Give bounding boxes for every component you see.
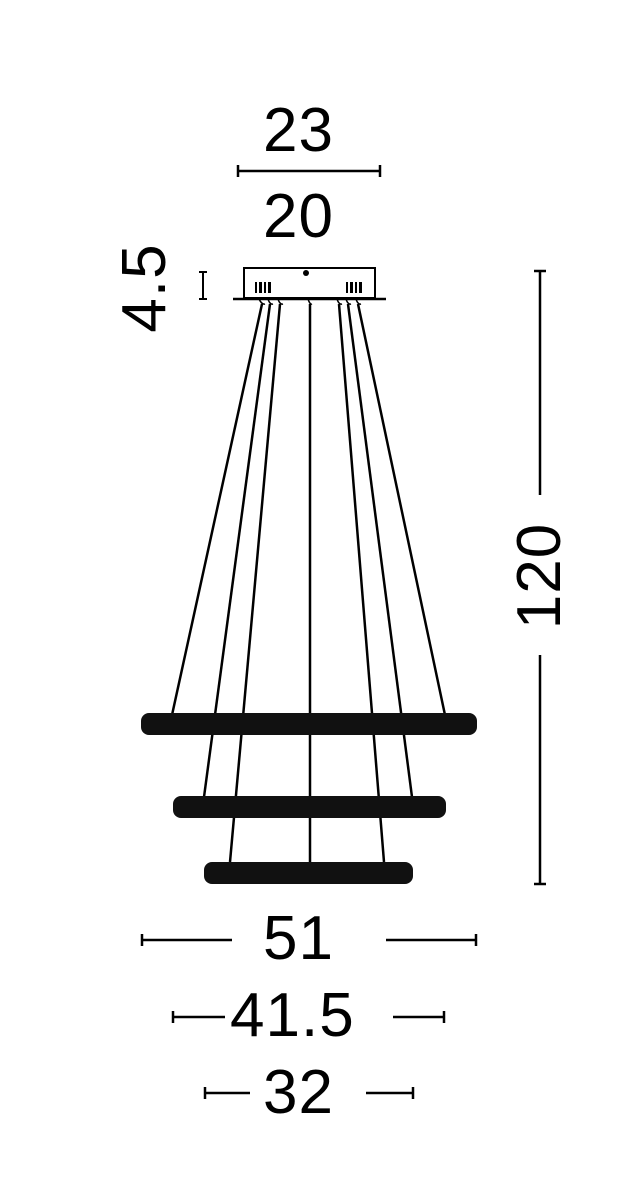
ring-medium-diameter-label: 41.5 <box>230 981 355 1050</box>
total-height-label: 120 <box>505 522 574 630</box>
canopy <box>233 267 386 301</box>
ring-small <box>204 862 413 884</box>
canopy-height-label: 4.5 <box>110 243 179 333</box>
total-height-dimension-line <box>534 269 546 886</box>
canopy-inner-width-label: 20 <box>263 182 334 251</box>
ring-small-dimension-line <box>203 1087 415 1099</box>
ring-large-diameter-label: 51 <box>263 904 334 973</box>
suspension-cables <box>170 298 447 863</box>
canopy-outer-width-label: 23 <box>263 96 334 165</box>
ring-medium <box>173 796 446 818</box>
ring-large-dimension-line <box>140 934 478 946</box>
ring-small-diameter-label: 32 <box>263 1058 334 1127</box>
canopy-height-marker <box>199 271 207 300</box>
ring-medium-dimension-line <box>171 1011 446 1023</box>
ring-large <box>141 713 477 735</box>
canopy-width-dimension-line <box>236 165 382 177</box>
